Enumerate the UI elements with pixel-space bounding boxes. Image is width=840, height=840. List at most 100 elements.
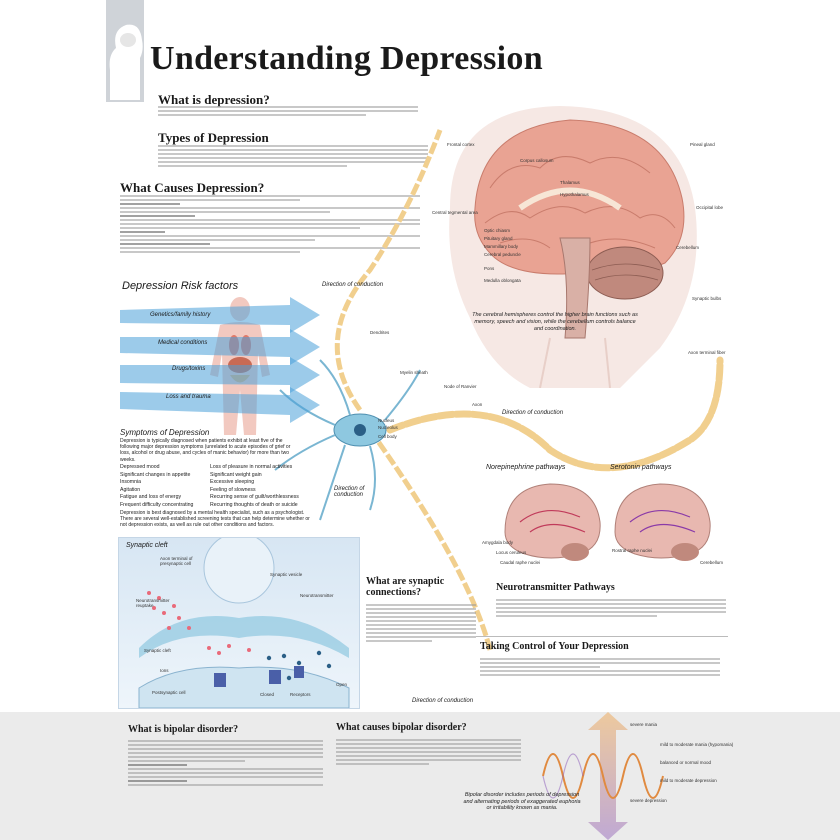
- mood-label-severe-mania: severe mania: [630, 722, 658, 727]
- neurotransmitter-body: [496, 597, 726, 619]
- pathway-brains: [504, 483, 711, 561]
- symptoms-footer: Depression is best diagnosed by a mental…: [120, 510, 310, 529]
- symptom-item: Fatigue and loss of energy: [120, 494, 182, 500]
- brain-label-cerebellum: Cerebellum: [676, 245, 700, 250]
- pathway-label-rostral: Rostral raphe nuclei: [612, 548, 653, 553]
- axon-illustration: [274, 129, 724, 651]
- syn-label-ions: Ions: [160, 668, 169, 673]
- neurotransmitter-heading: Neurotransmitter Pathways: [496, 582, 615, 593]
- brain-label-thalamus: Thalamus: [560, 180, 580, 185]
- risk-drugs: Drugs/toxins: [172, 366, 206, 372]
- pathway-label-locus: Locus ceruleus: [496, 550, 527, 555]
- brain-label-occipital: Occipital lobe: [696, 205, 724, 210]
- symptom-item: Loss of pleasure in normal activities: [210, 464, 293, 470]
- brain-label-pineal: Pineal gland: [690, 142, 715, 147]
- synaptic-connections-heading: What are synaptic connections?: [366, 576, 445, 598]
- risk-factors-heading: Depression Risk factors: [122, 280, 239, 292]
- synaptic-heading: Synaptic cleft: [126, 542, 168, 549]
- risk-loss: Loss and trauma: [166, 394, 211, 400]
- neuron-label-node: Node of Ranvier: [444, 384, 477, 389]
- direction-label-2: Direction of conduction: [502, 410, 564, 416]
- types-body: [158, 143, 428, 169]
- neuron-label-axon: Axon: [472, 402, 483, 407]
- bipolar-what-heading: What is bipolar disorder?: [128, 724, 239, 735]
- risk-medical: Medical conditions: [158, 340, 208, 346]
- causes-body: [120, 193, 420, 255]
- brain-label-hypothalamus: Hypothalamus: [560, 192, 589, 197]
- head-logo-icon: [109, 24, 143, 101]
- bipolar-causes-heading: What causes bipolar disorder?: [336, 722, 467, 733]
- brain-caption: The cerebral hemispheres control the hig…: [472, 312, 638, 332]
- what-is-body: [158, 104, 418, 118]
- mood-label-hypomania: mild to moderate mania (hypomania): [660, 742, 734, 747]
- syn-label-axon: Axon terminal of presynaptic cell: [160, 556, 193, 566]
- norepinephrine-heading: Norepinephrine pathways: [486, 464, 566, 471]
- logo-tab: [106, 0, 144, 102]
- syn-label-closed: Closed: [260, 692, 275, 697]
- symptoms-right-list: Loss of pleasure in normal activities Si…: [210, 464, 310, 509]
- syn-label-open: Open: [336, 682, 348, 687]
- synaptic-connections-body: [366, 602, 476, 644]
- symptom-item: Agitation: [120, 486, 141, 493]
- neuron-label-nucleolus: Nucleolus: [378, 425, 398, 430]
- synaptic-panel: [118, 532, 360, 709]
- taking-control-body: [480, 656, 720, 678]
- causes-heading: What Causes Depression?: [120, 180, 265, 195]
- pathway-label-caudal: Caudal raphe nuclei: [500, 560, 541, 565]
- syn-label-receptors: Receptors: [290, 692, 311, 697]
- what-is-heading: What is depression?: [158, 92, 270, 107]
- taking-control-box: [476, 636, 728, 713]
- brain-label-frontal: Frontal cortex: [447, 142, 475, 147]
- taking-control-heading: Taking Control of Your Depression: [480, 641, 629, 652]
- symptom-item: Significant changes in appetite: [120, 471, 191, 478]
- serotonin-heading: Serotonin pathways: [610, 464, 672, 471]
- neuron-label-nucleus: Nucleus: [378, 418, 395, 423]
- brain-label-mammillary: Mammillary body: [484, 244, 519, 249]
- brain-label-medulla: Medulla oblongata: [484, 278, 521, 283]
- syn-label-cleft: Synaptic cleft: [144, 648, 171, 653]
- bipolar-what-body: [128, 738, 323, 788]
- direction-label-4: Direction of conduction: [412, 698, 474, 704]
- risk-figure: [120, 297, 320, 435]
- symptom-item: Recurring thoughts of death or suicide: [210, 501, 298, 508]
- symptom-item: Insomnia: [120, 479, 142, 485]
- syn-label-reuptake: Neurotransmitter reuptake: [136, 598, 170, 608]
- pathway-label-cerebellum: Cerebellum: [700, 560, 724, 565]
- symptoms-left-list: Depressed mood Significant changes in ap…: [120, 464, 210, 509]
- syn-label-postsynaptic: Postsynaptic cell: [152, 690, 186, 695]
- symptom-item: Excessive sleeping: [210, 479, 255, 485]
- mood-label-normal: balanced or normal mood: [660, 760, 712, 765]
- mood-label-severe-depression: severe depression: [630, 798, 667, 803]
- neuron-label-dendrites: Dendrites: [370, 330, 390, 335]
- types-heading: Types of Depression: [158, 130, 269, 145]
- symptom-item: Recurring sense of guilt/worthlessness: [210, 494, 299, 500]
- bipolar-causes-body: [336, 737, 521, 767]
- mood-label-mild-depression: mild to moderate depression: [660, 778, 717, 783]
- symptoms-intro: Depression is typically diagnosed when p…: [120, 438, 291, 463]
- risk-genetics: Genetics/family history: [150, 312, 211, 318]
- symptom-item: Depressed mood: [120, 464, 160, 470]
- symptom-item: Frequent difficulty concentrating: [120, 501, 194, 508]
- brain-label-pons: Pons: [484, 266, 495, 271]
- mood-wave: [542, 712, 664, 840]
- neuron-label-cell-body: Cell body: [378, 434, 397, 439]
- brain-label-tegmental: Central tegmental area: [432, 210, 478, 215]
- brain-label-corpus: Corpus callosum: [520, 158, 554, 163]
- direction-label-1: Direction of conduction: [322, 282, 384, 288]
- neuron-label-synaptic-bulbs: Synaptic bulbs: [692, 296, 722, 301]
- brain-label-optic: Optic chiasm: [484, 228, 511, 233]
- symptom-item: Feeling of slowness: [210, 486, 256, 493]
- page-title: Understanding Depression: [150, 40, 543, 77]
- brain-illustration: [449, 106, 697, 388]
- brain-label-peduncle: Cerebral peduncle: [484, 252, 521, 257]
- pathway-label-amygdala: Amygdala body: [482, 540, 514, 545]
- neuron-label-axon-terminal: Axon terminal fiber: [688, 350, 726, 355]
- syn-label-neurotransmitter: Neurotransmitter: [300, 593, 334, 598]
- syn-label-vesicle: Synaptic vesicle: [270, 572, 303, 577]
- bipolar-caption: Bipolar disorder includes periods of dep…: [463, 792, 581, 811]
- direction-label-3: Direction of conduction: [334, 486, 365, 498]
- symptom-item: Significant weight gain: [210, 471, 262, 478]
- synapse-illustration: [138, 532, 350, 709]
- brain-label-pituitary: Pituitary gland: [484, 236, 513, 241]
- neuron-label-myelin: Myelin sheath: [400, 370, 428, 375]
